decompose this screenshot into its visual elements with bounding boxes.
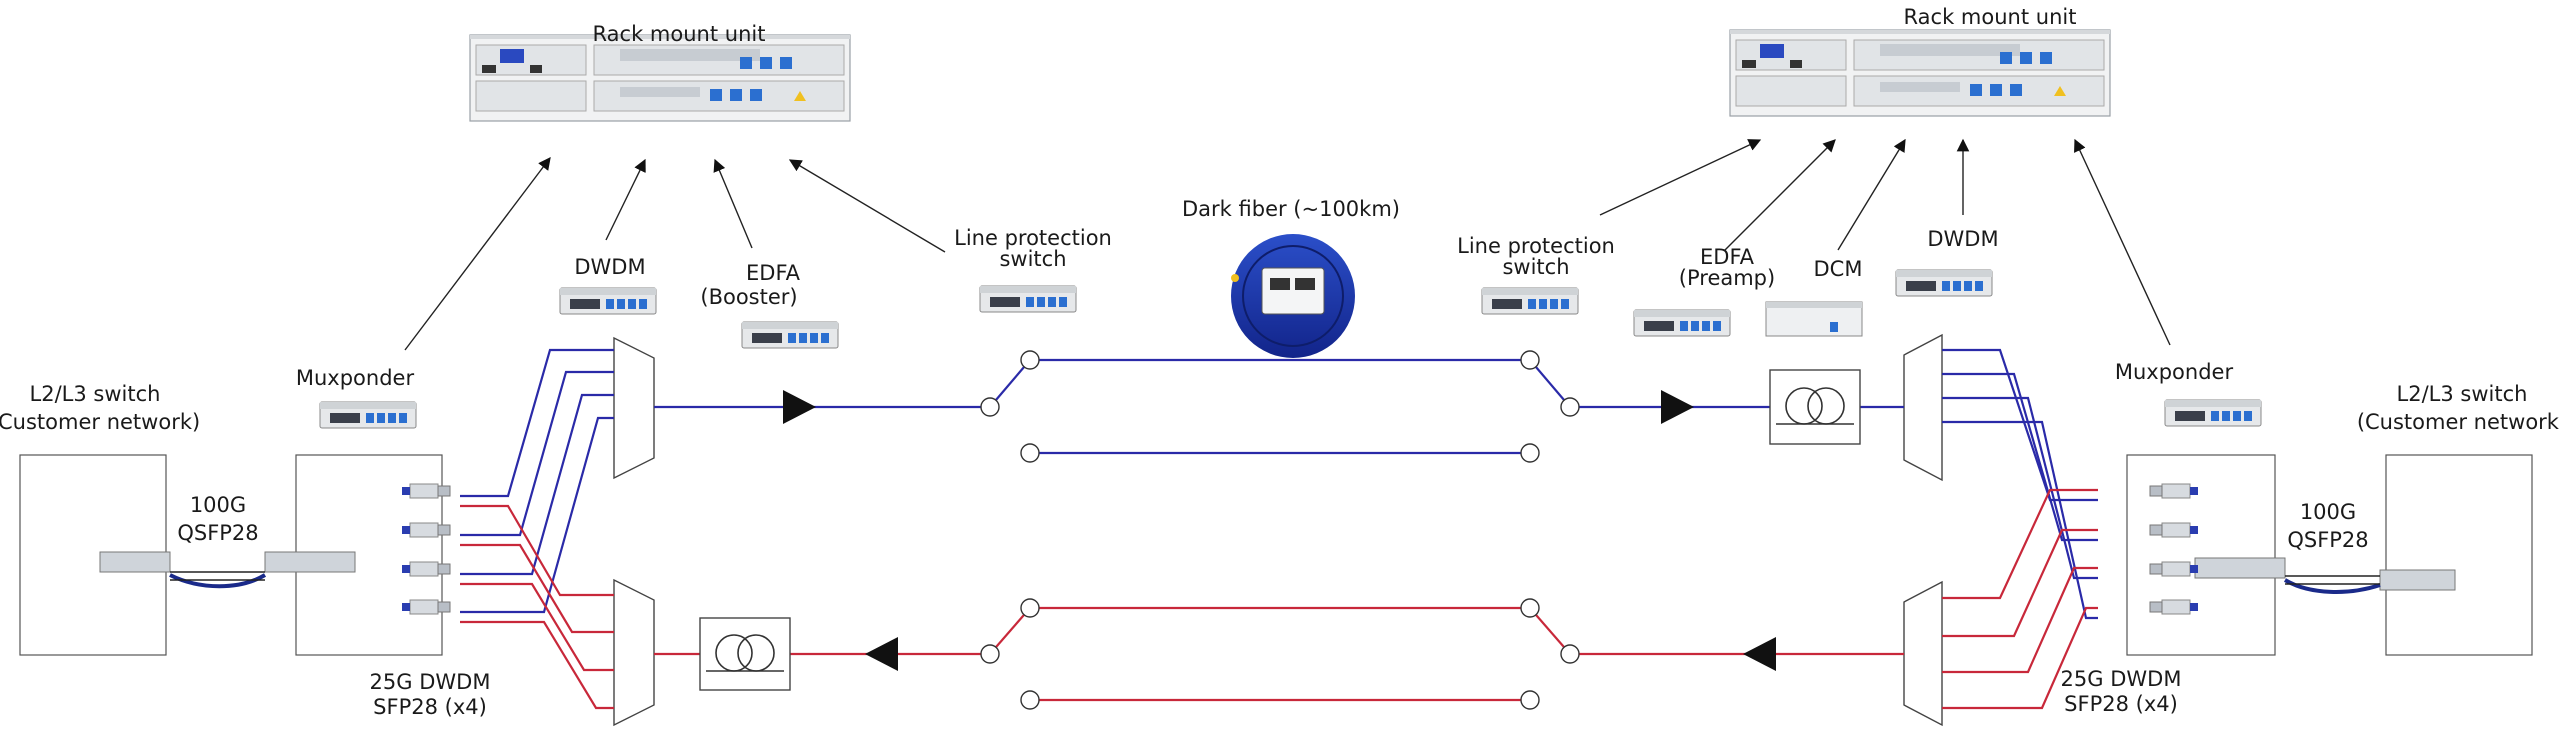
dcm-coil-left-icon [699,617,791,691]
edfa-booster-label-2: (Booster) [700,285,797,309]
lps-left-node-primary-tx [1020,350,1040,370]
rack-right-icon [1729,29,2111,117]
arrow-edfa-booster [713,158,753,249]
lps-right-node-primary-rx [1520,598,1540,618]
edfa-preamp-amp-icon [1661,390,1694,424]
lps-right-node-common-tx [1560,397,1580,417]
sfp-left-label-1: 25G DWDM [370,670,491,694]
qsfp-left-label-1: 100G [190,493,246,517]
edfa-booster-amp-icon [783,390,816,424]
edfa-preamp-card-icon [1633,309,1731,337]
edfa-booster-label-1: EDFA [746,261,801,285]
lps-left-node-backup-rx [1020,690,1040,710]
dwdm-demux-left [613,578,655,727]
lps-right-node-primary-tx [1520,350,1540,370]
arrow-dwdm-left [605,158,646,241]
muxponder-right-box [2126,454,2276,656]
rx-amp-left-icon [865,637,898,671]
lps-left-node-primary-rx [1020,598,1040,618]
rack-left-icon [469,34,851,122]
fiber-spool-icon [1231,234,1355,358]
arrow-edfa-preamp [1724,139,1836,251]
sfp-right-label-1: 25G DWDM [2061,667,2182,691]
dwdm-left-card-icon [559,287,657,315]
dwdm-mux-left [613,336,655,480]
muxponder-left-card-icon [319,401,417,429]
rack-right-label: Rack mount unit [1904,5,2077,29]
lps-right-node-backup-tx [1520,443,1540,463]
qsfp-left-label-2: QSFP28 [177,521,258,545]
qsfp-right-label-1: 100G [2300,500,2356,524]
dwdm-right-label: DWDM [1927,227,1998,251]
switch-right-label-2: (Customer network) [2357,410,2560,434]
lps-right-node-backup-rx [1520,690,1540,710]
rack-left-label: Rack mount unit [593,22,766,46]
dcm-label: DCM [1814,257,1863,281]
lps-left-label-2: switch [999,247,1066,271]
muxponder-left-label: Muxponder [296,366,415,390]
dwdm-demux-right [1903,333,1943,482]
rx-path [654,598,1904,710]
edfa-preamp-label-2: (Preamp) [1679,266,1775,290]
dwdm-mux-right [1903,580,1943,727]
qsfp-left-cable-icon [99,551,356,589]
lps-right-label-2: switch [1502,255,1569,279]
dcm-unit-icon [1765,301,1863,337]
qsfp-right-label-2: QSFP28 [2287,528,2368,552]
lps-left-node-common-tx [980,397,1000,417]
left-tx-lines [460,348,614,614]
lps-right-card-icon [1481,287,1579,315]
switch-left-label-2: (Customer network) [0,410,200,434]
arrow-lineprot-left [788,159,946,253]
arrow-muxponder-left [404,156,551,351]
dcm-coil-icon [1769,369,1861,445]
edfa-preamp-label-1: EDFA [1700,245,1755,269]
switch-right-box [2385,454,2533,656]
muxponder-right-card-icon [2164,399,2262,427]
dwdm-right-card-icon [1895,269,1993,297]
lps-left-node-backup-tx [1020,443,1040,463]
muxponder-right-label: Muxponder [2115,360,2234,384]
arrow-lineprot-right [1599,139,1762,216]
right-rx-lines [1942,348,2098,620]
qsfp-right-cable-icon [2194,557,2456,594]
sfp-right-label-2: SFP28 (x4) [2064,692,2178,716]
edfa-booster-card-icon [741,321,839,349]
switch-right-label-1: L2/L3 switch [2397,382,2528,406]
sfp-left-label-2: SFP28 (x4) [373,695,487,719]
rack-pointer-arrows [404,138,2171,351]
switch-left-label-1: L2/L3 switch [30,382,161,406]
lps-left-label-1: Line protection [954,226,1112,250]
left-rx-lines [460,504,614,710]
tx-path [654,350,1904,463]
lps-left-node-common-rx [980,644,1000,664]
arrow-muxponder-right [2074,138,2171,346]
right-tx-lines [1942,488,2098,710]
lps-left-card-icon [979,285,1077,313]
dwdm-left-label: DWDM [574,255,645,279]
lps-right-label-1: Line protection [1457,234,1615,258]
lps-right-node-common-rx [1560,644,1580,664]
rx-amp-right-icon [1743,637,1776,671]
dark-fiber-label: Dark fiber (~100km) [1182,197,1400,221]
arrow-dcm [1837,138,1906,251]
